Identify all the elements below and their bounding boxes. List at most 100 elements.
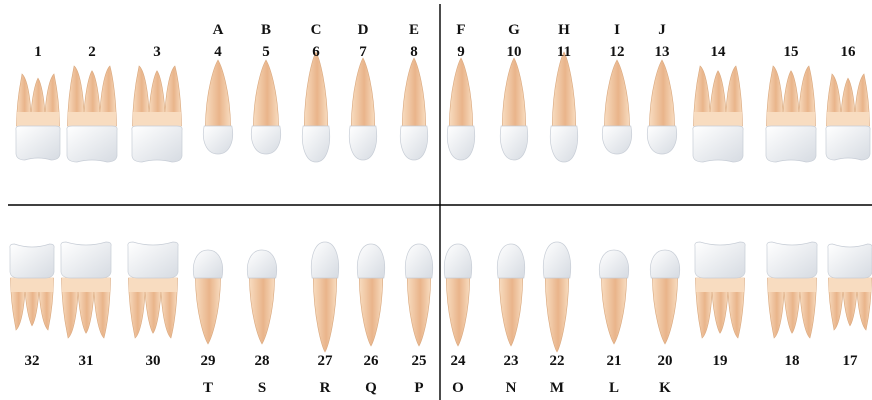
upper-tooth: [302, 52, 329, 162]
upper-crown: [67, 126, 117, 162]
lower-tooth: [828, 244, 872, 330]
lower-crown: [61, 242, 111, 278]
lower-tooth: [543, 242, 570, 352]
lower-root: [545, 278, 569, 352]
lower-root: [499, 278, 523, 346]
upper-tooth-number: 1: [34, 44, 42, 60]
upper-tooth-number: 10: [507, 44, 522, 60]
upper-root: [449, 58, 473, 126]
lower-tooth: [61, 242, 111, 338]
upper-tooth: [550, 52, 577, 162]
upper-tooth: [693, 66, 743, 162]
lower-tooth-number: 20: [658, 353, 673, 369]
lower-tooth-letter: O: [452, 380, 464, 396]
lower-tooth-letter: N: [506, 380, 517, 396]
lower-crown: [357, 244, 384, 278]
lower-tooth-number: 27: [318, 353, 334, 369]
lower-crown: [405, 244, 432, 278]
lower-tooth: [247, 250, 276, 344]
upper-tooth-number: 3: [153, 44, 161, 60]
lower-tooth-number: 32: [25, 353, 40, 369]
upper-tooth-number: 13: [655, 44, 670, 60]
lower-tooth: [357, 244, 384, 346]
lower-tooth-number: 18: [785, 353, 800, 369]
lower-tooth-letter: P: [414, 380, 423, 396]
upper-tooth-letter: E: [409, 22, 419, 38]
upper-tooth-letter: H: [558, 22, 570, 38]
upper-tooth: [500, 58, 527, 160]
lower-crown: [311, 242, 338, 278]
upper-crown: [349, 126, 376, 160]
upper-crown: [826, 126, 870, 160]
lower-crown: [247, 250, 276, 278]
lower-root: [407, 278, 431, 346]
upper-crown: [400, 126, 427, 160]
upper-tooth-letter: B: [261, 22, 271, 38]
upper-tooth-number: 4: [214, 44, 222, 60]
upper-tooth-letter: I: [614, 22, 620, 38]
upper-tooth-letter: F: [456, 22, 465, 38]
upper-crown: [647, 126, 676, 154]
upper-tooth-number: 6: [312, 44, 320, 60]
lower-crown: [599, 250, 628, 278]
lower-tooth-letter: K: [659, 380, 671, 396]
lower-tooth-number: 26: [364, 353, 380, 369]
upper-tooth: [132, 66, 182, 162]
lower-tooth: [599, 250, 628, 344]
upper-crown: [766, 126, 816, 162]
upper-tooth-number: 16: [841, 44, 857, 60]
upper-root: [304, 52, 328, 126]
upper-tooth-number: 14: [711, 44, 727, 60]
lower-tooth-number: 24: [451, 353, 467, 369]
upper-root: [402, 58, 426, 126]
lower-tooth-number: 29: [201, 353, 216, 369]
upper-crown: [203, 126, 232, 154]
upper-tooth-number: 5: [262, 44, 270, 60]
upper-tooth-number: 8: [410, 44, 418, 60]
upper-root-trunk: [68, 112, 116, 126]
lower-crown: [767, 242, 817, 278]
lower-crown: [828, 244, 872, 278]
upper-tooth: [251, 60, 280, 154]
lower-tooth-number: 17: [843, 353, 859, 369]
upper-crown: [500, 126, 527, 160]
upper-root: [604, 60, 629, 126]
lower-tooth: [650, 250, 679, 344]
lower-root: [313, 278, 337, 352]
upper-crown: [602, 126, 631, 154]
lower-root: [359, 278, 383, 346]
upper-tooth-number: 9: [457, 44, 465, 60]
upper-root: [351, 58, 375, 126]
upper-tooth: [67, 66, 117, 162]
lower-crown: [497, 244, 524, 278]
upper-tooth: [400, 58, 427, 160]
upper-crown: [550, 126, 577, 162]
upper-tooth: [602, 60, 631, 154]
lower-crown: [543, 242, 570, 278]
upper-crown: [132, 126, 182, 162]
lower-tooth: [311, 242, 338, 352]
lower-root: [446, 278, 470, 346]
upper-tooth-letter: J: [658, 22, 666, 38]
lower-tooth-letter: R: [320, 380, 331, 396]
upper-tooth-number: 11: [557, 44, 571, 60]
upper-arch: 1234A5B6C7D8E9F10G11H12I13J141516: [16, 22, 870, 162]
lower-root-trunk: [829, 278, 871, 292]
upper-tooth: [647, 60, 676, 154]
upper-tooth-number: 2: [88, 44, 96, 60]
lower-root: [601, 278, 626, 344]
upper-crown: [251, 126, 280, 154]
upper-root-trunk: [694, 112, 742, 126]
upper-root-trunk: [17, 112, 59, 126]
lower-tooth-letter: M: [550, 380, 564, 396]
upper-crown: [302, 126, 329, 162]
lower-tooth-number: 31: [79, 353, 94, 369]
lower-tooth: [767, 242, 817, 338]
lower-root: [652, 278, 677, 344]
lower-root-trunk: [62, 278, 110, 292]
lower-tooth-letter: Q: [365, 380, 377, 396]
lower-crown: [10, 244, 54, 278]
lower-tooth: [128, 242, 178, 338]
